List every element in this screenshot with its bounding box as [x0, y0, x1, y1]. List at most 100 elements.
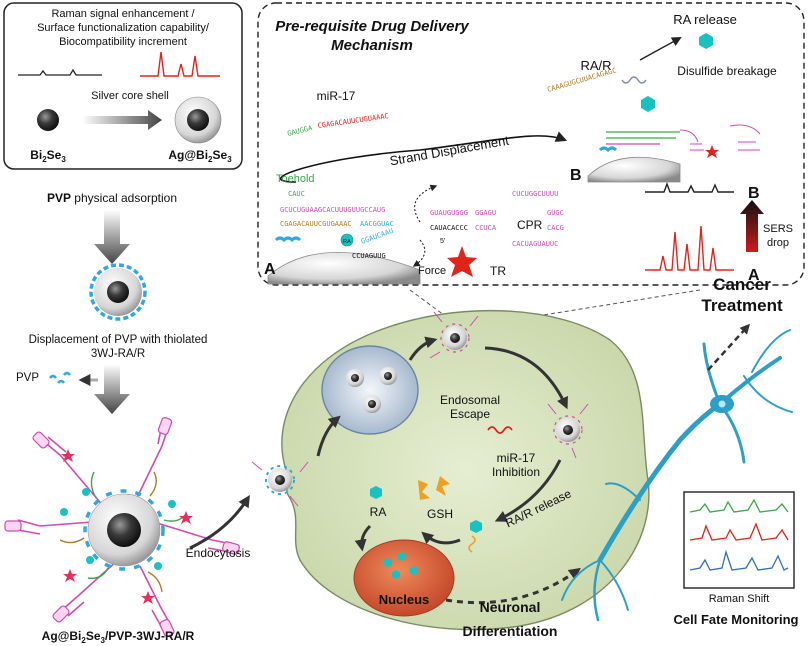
- gsh-label: GSH: [427, 507, 453, 521]
- toehold-seq: CAUC: [288, 190, 305, 198]
- pvp-fragments: [49, 371, 71, 384]
- state-a-nanoparticle: [267, 236, 421, 285]
- ra-bead: [340, 233, 354, 247]
- gsh-shapes: [418, 476, 450, 500]
- pvp-adsorption-label: PVP physical adsorption: [47, 191, 177, 205]
- seq-a-bot: CGAGACAUUCGUGAAAC: [280, 220, 352, 228]
- ra-drug-hexagon: [699, 33, 713, 49]
- toehold-label: Toehold: [276, 173, 315, 185]
- endosome-particles: [346, 367, 397, 413]
- mir17-inhibition-2: Inhibition: [492, 465, 540, 479]
- pvp-layer: [89, 263, 147, 321]
- ag-bi2se3-label: Ag@Bi2Se3: [168, 148, 232, 164]
- state-b-nanoparticle: [587, 124, 761, 183]
- raman-shift-label: Raman Shift: [709, 593, 770, 605]
- spectrum-black: [18, 68, 102, 76]
- sers-label: SERS: [763, 223, 793, 235]
- seq-cpr-4: CACUAGUAUUC: [512, 240, 558, 248]
- spectrum-a-label: A: [748, 267, 760, 284]
- zoom-line-right: [461, 289, 701, 329]
- nucleus: [353, 539, 455, 617]
- rar-label: RA/R: [580, 58, 611, 73]
- functionalized-nanoparticle: [4, 417, 240, 637]
- mir17-label: miR-17: [317, 89, 356, 103]
- sers-drop-label: drop: [767, 237, 789, 249]
- neuron: [561, 329, 793, 622]
- cell-fate-label: Cell Fate Monitoring: [674, 612, 799, 627]
- cancer-arrow: [707, 323, 751, 371]
- endosomal-label-2: Escape: [450, 407, 490, 421]
- state-a-label: A: [264, 261, 276, 278]
- panel-line-1: Raman signal enhancement /: [51, 8, 195, 20]
- endocytosis-label: Endocytosis: [186, 546, 251, 560]
- release-arrow: [639, 37, 682, 61]
- mechanism-panel: Pre-requisite Drug Delivery Mechanism RA…: [257, 2, 805, 286]
- mir17-inhibition-1: miR-17: [497, 451, 536, 465]
- nucleus-ra: [384, 552, 418, 579]
- down-arrow-1: [94, 210, 130, 264]
- spectrum-a: [645, 225, 734, 271]
- bi2se3-core: [37, 109, 59, 131]
- force-arrow-top: [414, 184, 438, 223]
- cell-particles: [251, 311, 589, 507]
- spectrum-b: [645, 182, 734, 193]
- pvp-release-label: PVP: [16, 372, 39, 384]
- seq-mid-4: CCUCA: [475, 224, 497, 232]
- neuronal-label: Neuronal: [480, 599, 541, 615]
- force-arrow-bot: [412, 239, 426, 267]
- ra-cell-label: RA: [370, 505, 387, 519]
- raman-red: [689, 522, 789, 541]
- shell-arrow: [82, 110, 162, 130]
- seq-mid-3: CAUACACCC: [430, 224, 468, 232]
- force-label: Force: [418, 265, 446, 277]
- seq-cpr-2: GUGC: [547, 209, 564, 217]
- ra-release-label: RA release: [673, 12, 737, 27]
- bi2se3-label: Bi2Se3: [30, 148, 66, 164]
- silver-core-label: Silver core shell: [91, 90, 169, 102]
- differentiation-arrow: [445, 567, 581, 605]
- endosomal-label-1: Endosomal: [440, 393, 500, 407]
- five-prime-label: 5': [440, 238, 445, 245]
- endocytosis-arrow: [189, 494, 250, 550]
- ra-free-hexagon: [370, 486, 382, 499]
- zoom-line-left: [409, 289, 449, 319]
- panel-line-2: Surface functionalization capability/: [37, 22, 210, 34]
- endosome: [321, 345, 419, 435]
- spectrum-red: [140, 51, 220, 77]
- cancer-label: Cancer: [713, 275, 771, 294]
- seq-mid-2: GGAGU: [475, 209, 496, 217]
- tr-label: TR: [490, 264, 506, 278]
- mechanism-title-2: Mechanism: [331, 37, 413, 54]
- seq-a-top: GCUCUGUAAGCACUUUGUUGCCAUG: [280, 206, 385, 214]
- seq-loop-2: CCUAGUUG: [352, 252, 386, 260]
- displacement-line-2: 3WJ-RA/R: [91, 348, 145, 360]
- raman-monitor: Raman Shift: [683, 491, 795, 605]
- raman-blue: [689, 549, 789, 571]
- spectrum-b-label: B: [748, 185, 760, 202]
- seq-cpr-1: CUCUGGCUUUU: [512, 190, 558, 198]
- sers-drop-arrow: [740, 200, 764, 252]
- ag-shell-core: [187, 109, 209, 131]
- seq-cpr-3: CACG: [547, 224, 564, 232]
- disulfide-label: Disulfide breakage: [677, 64, 777, 78]
- cpr-label: CPR: [517, 218, 543, 232]
- displacement-line-1: Displacement of PVP with thiolated: [29, 334, 208, 346]
- differentiation-label: Differentiation: [463, 623, 558, 639]
- panel-line-3: Biocompatibility increment: [59, 36, 187, 48]
- mir17-squiggle: [487, 426, 513, 434]
- ra-on-strand-hexagon: [641, 96, 655, 112]
- down-arrow-2: [94, 364, 130, 414]
- seq-a-cyan: AACGGUAC: [360, 220, 394, 228]
- synthesis-panel: Raman signal enhancement / Surface funct…: [3, 2, 243, 170]
- treatment-label: Treatment: [701, 296, 783, 315]
- mechanism-title-1: Pre-requisite Drug Delivery: [275, 18, 469, 35]
- raman-green: [689, 498, 789, 513]
- nanoparticle-label: Ag@Bi2Se3/PVP-3WJ-RA/R: [42, 629, 195, 645]
- state-b-label: B: [570, 167, 582, 184]
- strand-displacement-arrow: [280, 131, 568, 183]
- svg-text:RA: RA: [343, 239, 351, 245]
- seq-mid-1: GUAUGUGGG: [430, 209, 468, 217]
- nucleus-label: Nucleus: [379, 592, 430, 607]
- tr-star: [447, 246, 477, 277]
